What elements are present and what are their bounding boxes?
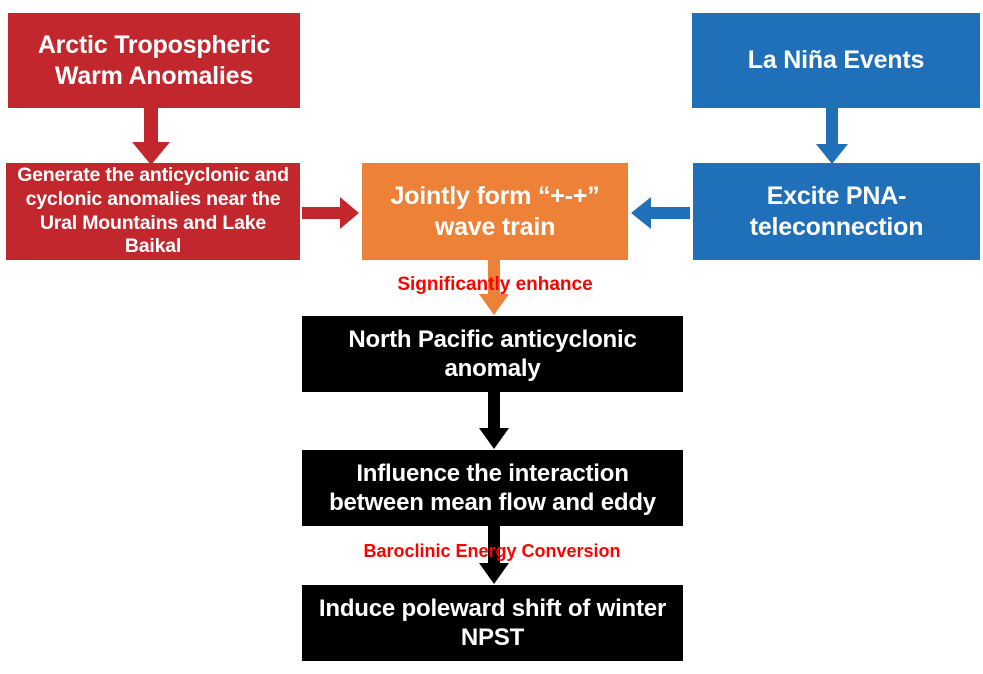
edge-label-baroclinic-energy-conversion: Baroclinic Energy Conversion	[363, 541, 621, 561]
edge-label-significantly-enhance: Significantly enhance	[397, 274, 593, 295]
arrow-down-arctic-to-generate	[130, 108, 172, 166]
arrow-left-pna-to-wavetrain	[630, 196, 690, 230]
node-generate-ural-baikal-anomalies: Generate the anticyclonic and cyclonic a…	[6, 163, 300, 260]
node-induce-poleward-shift-winter-npst: Induce poleward shift of winter NPST	[302, 585, 683, 661]
node-label: Excite PNA-teleconnection	[749, 182, 924, 241]
arrow-down-lanina-to-pna	[814, 108, 850, 166]
node-label: North Pacific anticyclonic anomaly	[348, 325, 637, 382]
node-influence-mean-flow-eddy-interaction: Influence the interaction between mean f…	[302, 450, 683, 526]
arrow-down-wavetrain-to-np-anticyclone	[478, 260, 510, 316]
node-label: Jointly form “+-+” wave train	[390, 182, 600, 241]
node-label: Induce poleward shift of winter NPST	[318, 594, 667, 651]
node-excite-pna-teleconnection: Excite PNA-teleconnection	[693, 163, 980, 260]
node-north-pacific-anticyclonic-anomaly: North Pacific anticyclonic anomaly	[302, 316, 683, 392]
node-la-nina-events: La Niña Events	[692, 13, 980, 108]
node-jointly-form-wave-train: Jointly form “+-+” wave train	[362, 163, 628, 260]
arrow-down-meanflow-to-npst	[478, 526, 510, 585]
node-label: La Niña Events	[747, 46, 925, 75]
node-arctic-tropospheric-warm-anomalies: Arctic Tropospheric Warm Anomalies	[8, 13, 300, 108]
node-label: Influence the interaction between mean f…	[329, 459, 656, 516]
arrow-right-generate-to-wavetrain	[302, 196, 360, 230]
arrow-down-np-anticyclone-to-meanflow	[478, 392, 510, 450]
node-label: Arctic Tropospheric Warm Anomalies	[37, 31, 271, 90]
node-label: Generate the anticyclonic and cyclonic a…	[17, 163, 289, 258]
